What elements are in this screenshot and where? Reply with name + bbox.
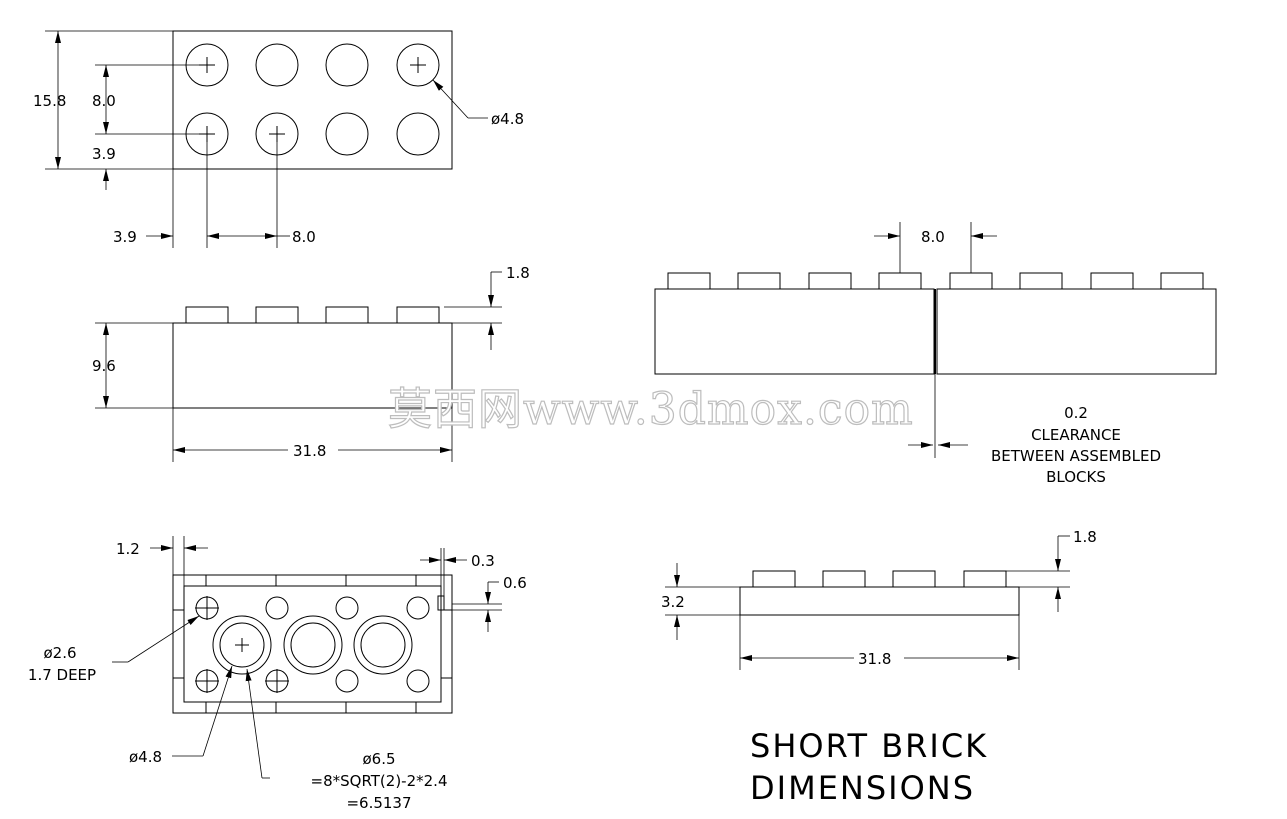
dim-tube-formula: =8*SQRT(2)-2*2.4: [311, 772, 448, 790]
clearance-note-line3: BLOCKS: [1046, 468, 1106, 486]
watermark: 莫西网www.3dmox.com: [388, 384, 914, 435]
assembled-brick-right: [936, 288, 1217, 375]
side-stud: [396, 306, 440, 324]
dim-clearance-value: 0.2: [1064, 404, 1088, 422]
title-line-2: DIMENSIONS: [750, 769, 975, 807]
bottom-view-outer: [172, 574, 453, 714]
clearance-note-line2: BETWEEN ASSEMBLED: [991, 447, 1161, 465]
dim-tube-outer-diameter: ø6.5: [362, 750, 395, 768]
dim-short-height: 3.2: [661, 593, 685, 611]
drawing-title: SHORT BRICK DIMENSIONS: [750, 727, 988, 807]
dim-top-height: 15.8: [33, 92, 66, 110]
dim-small-hole-diameter: ø2.6: [43, 644, 76, 662]
stud-circle: [396, 43, 440, 87]
side-view: 1.8 9.6 31.8: [92, 264, 530, 462]
stud-circle: [325, 43, 369, 87]
side-stud: [255, 306, 299, 324]
top-view-studs: [185, 43, 440, 156]
title-line-1: SHORT BRICK: [750, 727, 988, 765]
stud-circle: [396, 112, 440, 156]
dim-tube-result: =6.5137: [346, 794, 411, 812]
top-view-outline: [172, 30, 453, 170]
top-view: 15.8 8.0 3.9 3.9 8.0 ø4.8: [33, 30, 524, 248]
dim-side-length: 31.8: [293, 442, 326, 460]
dim-side-stud-height: 1.8: [506, 264, 530, 282]
center-marks: [199, 57, 426, 142]
short-brick-body: [739, 586, 1020, 616]
dim-tube-inner-diameter: ø4.8: [129, 748, 162, 766]
dim-side-height: 9.6: [92, 357, 116, 375]
dim-bottom-rib-depth: 0.6: [503, 574, 527, 592]
dim-assembled-pitch: 8.0: [921, 228, 945, 246]
short-brick-view: 1.8 3.2 31.8: [661, 528, 1097, 670]
dim-small-hole-depth: 1.7 DEEP: [28, 666, 96, 684]
assembled-view: 8.0 0.2 CLEARANCE BETWEEN ASSEMBLED BLOC…: [654, 222, 1217, 486]
dim-top-pitch-x: 8.0: [292, 228, 316, 246]
dim-stud-diameter: ø4.8: [491, 110, 524, 128]
bottom-view: 1.2 0.3 0.6 ø2.6 1.7 DEEP ø4.8 ø6.5 =8*S…: [28, 536, 527, 812]
side-stud: [325, 306, 369, 324]
dim-short-stud-height: 1.8: [1073, 528, 1097, 546]
dim-bottom-wall: 1.2: [116, 540, 140, 558]
dim-top-pitch-y: 8.0: [92, 92, 116, 110]
dim-top-edge-x: 3.9: [113, 228, 137, 246]
dim-top-edge-y: 3.9: [92, 145, 116, 163]
bottom-view-inner: [183, 585, 442, 703]
stud-circle: [255, 43, 299, 87]
side-stud: [185, 306, 229, 324]
assembled-brick-left: [654, 288, 935, 375]
dim-bottom-rib: 0.3: [471, 552, 495, 570]
side-view-body: [172, 322, 453, 409]
stud-circle: [325, 112, 369, 156]
dim-short-length: 31.8: [858, 650, 891, 668]
clearance-note-line1: CLEARANCE: [1031, 426, 1121, 444]
